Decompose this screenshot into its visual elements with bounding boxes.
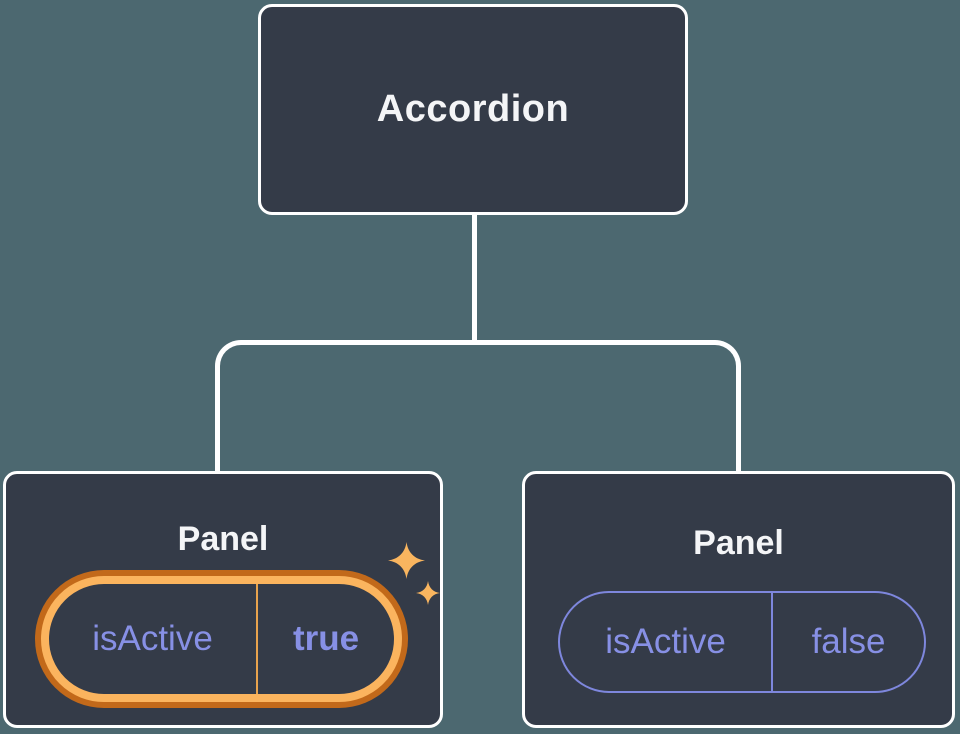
- sparkle-icon: [416, 581, 440, 605]
- state-pill-inactive: isActive false: [558, 591, 926, 693]
- sparkle-icon: [388, 542, 425, 579]
- connector-stem: [472, 214, 477, 343]
- connector-branch: [215, 340, 741, 471]
- state-value-label: true: [292, 619, 360, 658]
- state-key-label: isActive: [92, 619, 213, 658]
- state-pill-active: isActive true: [41, 576, 402, 702]
- pill-divider: [256, 584, 258, 694]
- node-panel-right-label: Panel: [693, 524, 784, 562]
- node-accordion-label: Accordion: [376, 88, 570, 130]
- node-accordion: Accordion: [258, 4, 688, 215]
- pill-divider: [771, 593, 774, 691]
- state-value-label: false: [811, 622, 886, 661]
- node-panel-left-label: Panel: [177, 520, 269, 558]
- state-key-label: isActive: [605, 622, 726, 661]
- node-panel-left: Panel isActive true: [3, 471, 443, 728]
- node-panel-right: Panel isActive false: [522, 471, 955, 728]
